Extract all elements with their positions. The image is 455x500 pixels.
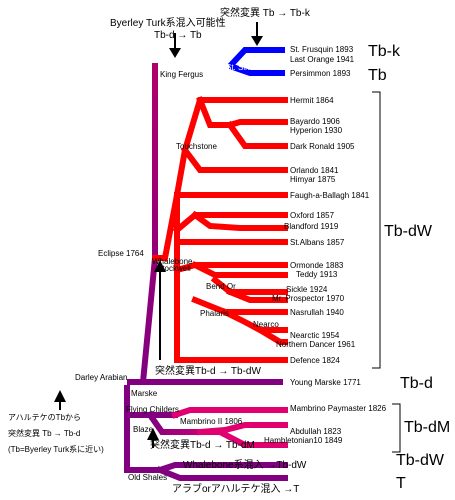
byerley-text-1: Byerley Turk系混入可能性 <box>110 16 226 29</box>
leaf-orlando: Orlando 1841 <box>290 166 339 175</box>
branch-hambletonian <box>215 427 288 448</box>
node-darley: Darley Arabian <box>75 373 127 382</box>
leaf-hambletonian: Hambletonian10 1849 <box>264 436 343 445</box>
haplotype-t: T <box>396 475 406 492</box>
branch-orlando <box>180 145 288 173</box>
node-blaze: Blaze <box>133 425 154 434</box>
haplotype-tbdw: Tb-dW <box>384 223 433 240</box>
leaf-st-frusquin: St. Frusquin 1893 <box>290 45 354 54</box>
leaf-st-albans: St.Albans 1857 <box>290 238 345 247</box>
leaf-nasrullah: Nasrullah 1940 <box>290 308 344 317</box>
leaf-faugh: Faugh-a-Ballagh 1841 <box>290 191 370 200</box>
haplotype-tbdm: Tb-dM <box>404 419 450 436</box>
node-touchstone: Touchstone <box>176 142 217 151</box>
leaf-hermit: Hermit 1864 <box>290 96 334 105</box>
blaze-mutation-text: 突然変異Tb-d → Tb-dM <box>150 438 255 451</box>
node-flying-childers: Flying Childers <box>126 405 179 414</box>
node-king-fergus: King Fergus <box>160 70 203 79</box>
leaf-abdullah: Abdullah 1823 <box>290 427 342 436</box>
left-text-3: (Tb=Byerley Turk系に近い) <box>8 444 104 454</box>
node-whalebone: Whalebone <box>152 257 193 266</box>
branch-old-shales <box>156 466 288 481</box>
leaf-mr-prospector: Mr. Prospector 1970 <box>272 294 345 303</box>
left-text-1: アハルテケのTbから <box>8 413 81 422</box>
leaf-northern-dancer: Northern Dancer 1961 <box>276 340 356 349</box>
node-eclipse: Eclipse 1764 <box>98 249 144 258</box>
branch-dark-ronald <box>225 120 288 149</box>
node-old-shales: Old Shales <box>128 473 167 482</box>
haplotype-tbd: Tb-d <box>400 375 433 392</box>
branch-mambrino <box>196 422 288 436</box>
trunk <box>15 63 283 473</box>
branch-oxford <box>172 212 288 235</box>
leaf-sickle: Sickle 1924 <box>286 285 328 294</box>
whalebone-mix-text: Whalebone系混入 →Tb-dW <box>183 459 307 471</box>
leaf-hyperion: Hyperion 1930 <box>290 126 343 135</box>
haplotype-tbk: Tb-k <box>368 43 401 60</box>
branch-mambrino-paymaster <box>171 407 288 419</box>
leaf-blandford: Blandford 1919 <box>284 222 339 231</box>
mid-mutation-text: 突然変異Tb-d → Tb-dW <box>155 364 261 377</box>
leaf-ormonde: Ormonde 1883 <box>290 261 344 270</box>
node-phalaris: Phalaris <box>200 309 229 318</box>
bracket-tbdm <box>392 403 401 453</box>
whalebone-branches <box>152 96 288 363</box>
node-nearco: Nearco <box>253 320 279 329</box>
branch-st-frusquin <box>227 47 285 69</box>
leaf-teddy: Teddy 1913 <box>296 270 338 279</box>
branch-hermit <box>173 97 288 199</box>
branch-northern-dancer <box>255 325 288 345</box>
branch-whalebone-mix <box>124 462 288 473</box>
left-text-2: 突然変異 Tb → Tb-d <box>8 428 80 438</box>
leaf-defence: Defence 1824 <box>290 356 340 365</box>
byerley-text-2: Tb-d → Tb <box>154 30 202 41</box>
leaf-bayardo: Bayardo 1906 <box>290 117 340 126</box>
leaf-himyar: Himyar 1875 <box>290 175 336 184</box>
branch-persimmon <box>229 63 285 76</box>
top-mutation-text: 突然変異 Tb → Tb-k <box>220 6 311 19</box>
branch-sickle <box>210 275 288 295</box>
leaf-nearctic: Nearctic 1954 <box>290 331 340 340</box>
branch-mr-prospector <box>226 288 288 303</box>
leaf-mambrino-ii: Mambrino II 1806 <box>180 417 243 426</box>
node-st-simon: St. Simon 1881 <box>226 63 281 72</box>
haplotype-tbdw-low: Tb-dW <box>396 452 445 469</box>
branch-bayardo <box>196 96 288 128</box>
leaf-young-marske: Young Marske 1771 <box>290 378 361 387</box>
st-simon-branches <box>227 47 285 76</box>
node-stockwell: Stockwell <box>157 264 191 273</box>
branch-teddy <box>190 260 288 278</box>
eclipse-line <box>127 63 158 385</box>
node-bend-or: Bend Or <box>206 282 236 291</box>
lower-branches <box>124 407 288 481</box>
leaf-persimmon: Persimmon 1893 <box>290 69 351 78</box>
arrows <box>54 22 263 448</box>
leaf-last-orange: Last Orange 1941 <box>290 55 355 64</box>
branch-blandford <box>190 210 288 231</box>
leaf-oxford: Oxford 1857 <box>290 211 335 220</box>
haplotype-tb: Tb <box>368 67 387 84</box>
arab-mix-text: アラブorアハルテケ混入 →T <box>172 482 299 495</box>
bracket-tbdw <box>372 91 381 369</box>
leaf-mambrino-paymaster: Mambrino Paymaster 1826 <box>290 404 387 413</box>
node-marske: Marske <box>131 389 158 398</box>
leaf-dark-ronald: Dark Ronald 1905 <box>290 142 355 151</box>
brackets <box>372 91 401 453</box>
branch-nearctic <box>220 307 288 333</box>
